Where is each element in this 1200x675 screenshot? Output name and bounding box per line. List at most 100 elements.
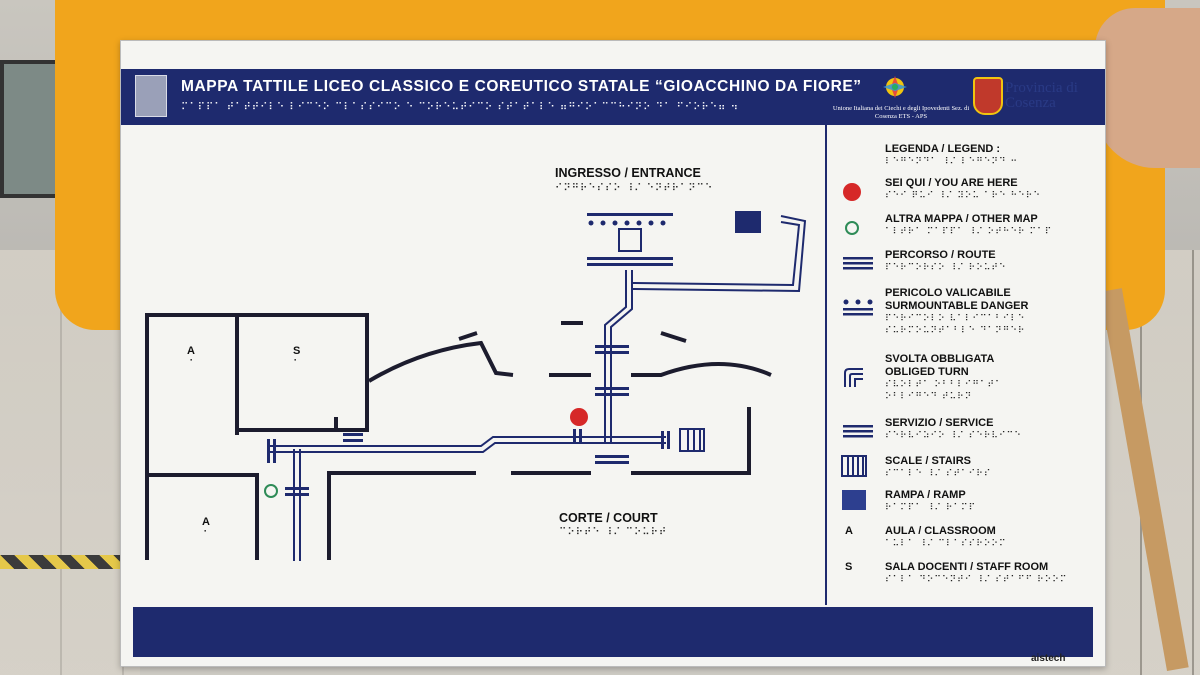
- header-bar: MAPPA TATTILE LICEO CLASSICO E COREUTICO…: [121, 69, 1105, 125]
- service-bar: [595, 387, 629, 390]
- service-markers: [267, 211, 761, 496]
- room-a2-wall: [147, 473, 259, 560]
- legend-label: SEI QUI / YOU ARE HERE: [885, 177, 1018, 189]
- ramp-block: [735, 211, 761, 233]
- room-outline-left: [145, 313, 369, 560]
- legend-braille: ⠎⠧⠕⠇⠞⠁ ⠕⠃⠃⠇⠊⠛⠁⠞⠁: [885, 380, 1003, 390]
- route-lines-icon: [843, 257, 873, 270]
- stair-step: [693, 429, 695, 451]
- stair-step: [699, 429, 701, 451]
- walls: [145, 313, 772, 560]
- danger-dot: [648, 220, 654, 226]
- red-dot-icon: [843, 183, 861, 201]
- service-bar: [267, 439, 270, 463]
- corridor-wall-lower-right: [631, 407, 751, 475]
- route-up-a: [604, 270, 627, 443]
- legend-braille: ⠁⠥⠇⠁ ⠸⠌ ⠉⠇⠁⠎⠎⠗⠕⠕⠍: [885, 539, 1007, 549]
- legend-label: SERVIZIO / SERVICE: [885, 417, 994, 429]
- legend-label: PERICOLO VALICABILE: [885, 287, 1011, 299]
- legend-braille: ⠎⠑⠊ ⠟⠥⠊ ⠸⠌ ⠽⠕⠥ ⠁⠗⠑ ⠓⠑⠗⠑: [885, 191, 1041, 201]
- dots-line-icon: [843, 299, 873, 316]
- legend-braille: ⠗⠁⠍⠏⠁ ⠸⠌ ⠗⠁⠍⠏: [885, 503, 977, 513]
- ramp-icon: [842, 490, 866, 510]
- legend-label: ALTRA MAPPA / OTHER MAP: [885, 213, 1038, 225]
- stairs-right: [679, 428, 705, 452]
- floor-map: INGRESSO / ENTRANCE ⠊⠝⠛⠗⠑⠎⠎⠕ ⠸⠌ ⠑⠝⠞⠗⠁⠝⠉⠑…: [121, 125, 821, 605]
- service-bar: [595, 455, 629, 458]
- danger-line: [587, 213, 673, 216]
- school-crest-icon: [135, 75, 167, 117]
- entrance-braille: ⠊⠝⠛⠗⠑⠎⠎⠕ ⠸⠌ ⠑⠝⠞⠗⠁⠝⠉⠑: [555, 183, 714, 194]
- legend-label: RAMPA / RAMP: [885, 489, 966, 501]
- legend-label: SVOLTA OBBLIGATA: [885, 353, 995, 365]
- obliged-turn-icon: [844, 368, 863, 387]
- legend-braille: ⠏⠑⠗⠊⠉⠕⠇⠕ ⠧⠁⠇⠊⠉⠁⠃⠊⠇⠑: [885, 314, 1026, 324]
- legend-title: LEGENDA / LEGEND :: [885, 143, 1001, 155]
- entrance-label: INGRESSO / ENTRANCE: [555, 166, 701, 180]
- legend-label: AULA / CLASSROOM: [885, 525, 996, 537]
- province-crest-icon: [973, 77, 1003, 115]
- stairs-icon: [841, 455, 867, 477]
- court-label: CORTE / COURT: [559, 511, 658, 525]
- danger-dot: [600, 220, 606, 226]
- room-label-s: S: [293, 345, 301, 357]
- tactile-map-board: MAPPA TATTILE LICEO CLASSICO E COREUTICO…: [120, 40, 1106, 667]
- service-bar: [587, 263, 673, 266]
- hand: [1095, 8, 1200, 168]
- danger-dot: [588, 220, 594, 226]
- hazard-stripe: [0, 555, 140, 569]
- legend-label: SCALE / STAIRS: [885, 455, 971, 467]
- other-map-marker: [264, 484, 278, 498]
- legend-divider: [825, 125, 827, 605]
- legend-braille: ⠕⠃⠇⠊⠛⠑⠙ ⠞⠥⠗⠝: [885, 392, 973, 402]
- room-braille-a2: ⠁: [203, 530, 212, 541]
- danger-dot: [636, 220, 642, 226]
- curved-wall-right: [631, 362, 772, 377]
- service-bar: [595, 345, 629, 348]
- legend-braille: ⠁⠇⠞⠗⠁ ⠍⠁⠏⠏⠁ ⠸⠌ ⠕⠞⠓⠑⠗ ⠍⠁⠏: [885, 227, 1053, 237]
- legend-title-braille: ⠇⠑⠛⠑⠝⠙⠁ ⠸⠌ ⠇⠑⠛⠑⠝⠙ ⠒: [885, 157, 1019, 167]
- legend-panel: LEGENDA / LEGEND : ⠇⠑⠛⠑⠝⠙⠁ ⠸⠌ ⠇⠑⠛⠑⠝⠙ ⠒ S…: [831, 125, 1101, 605]
- wall-dash-1: [458, 331, 478, 341]
- legend-label-en: OBLIGED TURN: [885, 366, 969, 378]
- footer-bar: [133, 607, 1093, 657]
- curved-wall-left: [367, 340, 514, 383]
- route-paths: [269, 215, 807, 561]
- floor-plan-drawing: [145, 211, 807, 561]
- legend-braille: ⠏⠑⠗⠉⠕⠗⠎⠕ ⠸⠌ ⠗⠕⠥⠞⠑: [885, 263, 1007, 273]
- route-main-a: [269, 436, 581, 447]
- service-bar: [573, 429, 576, 443]
- service-lines-icon: [843, 425, 873, 438]
- service-bar: [667, 431, 670, 449]
- route-main-b: [269, 442, 581, 453]
- court-braille: ⠉⠕⠗⠞⠑ ⠸⠌ ⠉⠕⠥⠗⠞: [559, 527, 668, 538]
- route-ramp-a: [631, 221, 801, 287]
- room-label-a2: A: [202, 516, 210, 528]
- service-bar: [595, 351, 629, 354]
- you-are-here-marker: [570, 408, 588, 426]
- green-circle-icon: [845, 221, 859, 235]
- room-braille-s: ⠁: [293, 359, 302, 370]
- map-title-braille: ⠍⠁⠏⠏⠁ ⠞⠁⠞⠞⠊⠇⠑ ⠇⠊⠉⠑⠕ ⠉⠇⠁⠎⠎⠊⠉⠕ ⠑ ⠉⠕⠗⠑⠥⠞⠊⠉⠕…: [181, 102, 739, 113]
- service-bar: [595, 393, 629, 396]
- legend-label-en: SURMOUNTABLE DANGER: [885, 300, 1029, 312]
- legend-braille: ⠎⠥⠗⠍⠕⠥⠝⠞⠁⠃⠇⠑ ⠙⠁⠝⠛⠑⠗: [885, 326, 1026, 336]
- room-label-a1: A: [187, 345, 195, 357]
- legend-label: SALA DOCENTI / STAFF ROOM: [885, 561, 1049, 573]
- wall-dash-3: [660, 331, 687, 343]
- stairs-top: [618, 228, 642, 252]
- aistech-logo: aistech: [1031, 653, 1066, 664]
- legend-braille: ⠎⠉⠁⠇⠑ ⠸⠌ ⠎⠞⠁⠊⠗⠎: [885, 469, 992, 479]
- service-bar: [285, 493, 309, 496]
- danger-dot: [624, 220, 630, 226]
- service-bar: [273, 439, 276, 463]
- service-bar: [579, 429, 582, 443]
- legend-braille: ⠎⠑⠗⠧⠊⠵⠊⠕ ⠸⠌ ⠎⠑⠗⠧⠊⠉⠑: [885, 431, 1022, 441]
- stair-step: [687, 429, 689, 451]
- danger-dot: [660, 220, 666, 226]
- service-bar: [661, 431, 664, 449]
- service-bar: [595, 461, 629, 464]
- legend-braille: ⠎⠁⠇⠁ ⠙⠕⠉⠑⠝⠞⠊ ⠸⠌ ⠎⠞⠁⠋⠋ ⠗⠕⠕⠍: [885, 575, 1068, 585]
- room-braille-a1: ⠁: [189, 359, 198, 370]
- route-up-b: [610, 270, 633, 443]
